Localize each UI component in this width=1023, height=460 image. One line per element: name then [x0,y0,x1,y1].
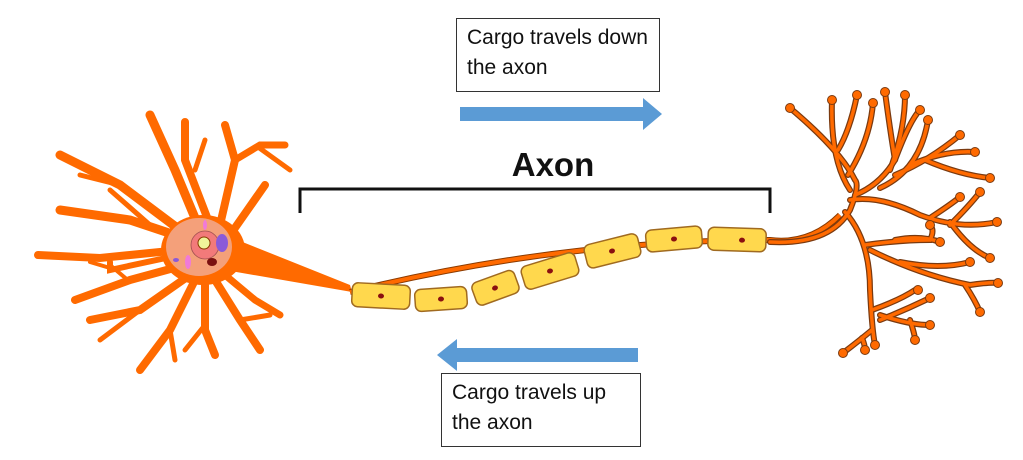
synaptic-terminal [852,90,862,100]
terminal-branch-fill [878,118,930,190]
synaptic-terminal [992,217,1002,227]
synaptic-terminal [880,87,890,97]
synaptic-terminal [970,147,980,157]
terminal-branch-fill [923,158,992,180]
synaptic-terminal [913,285,923,295]
synaptic-terminal [975,187,985,197]
myelin-sheath [350,225,767,313]
arrow-right-icon [460,98,662,130]
terminal-branch-fill [908,150,977,167]
terminal-branch-fill [830,98,852,192]
terminal-branch-fill [848,197,999,227]
arrow-left-icon [437,339,638,371]
terminal-branch-fill [888,93,907,172]
terminal-branch-fill [768,106,859,244]
synaptic-terminal [860,345,870,355]
cargo-up-label: Cargo travels up the axon [441,373,641,447]
cargo-down-label: Cargo travels down the axon [456,18,660,92]
synaptic-terminal [870,340,880,350]
synaptic-terminal [910,335,920,345]
synaptic-terminal [900,90,910,100]
axon-title: Axon [511,146,595,183]
synaptic-terminal [975,307,985,317]
terminal-branch-fill [928,195,962,220]
synaptic-terminal [955,192,965,202]
synaptic-terminal [915,105,925,115]
synaptic-terminal [985,253,995,263]
terminal-branch-fill [843,210,877,347]
terminal-branch-fill [846,101,875,177]
synaptic-terminal [993,278,1003,288]
synaptic-terminal [838,348,848,358]
synaptic-terminal [925,220,935,230]
synaptic-terminal [925,320,935,330]
synaptic-terminal [827,95,837,105]
synaptic-terminal [965,257,975,267]
terminal-branch-fill [948,190,982,227]
synaptic-terminal [785,103,795,113]
cell-body-dendrites [34,110,352,374]
terminal-branch-fill [898,260,972,268]
synaptic-terminal [923,115,933,125]
axon-terminals [767,87,1003,358]
axon-bracket [298,187,772,213]
synaptic-terminal [955,130,965,140]
synaptic-terminal [985,173,995,183]
terminal-branch-fill [836,93,859,152]
synaptic-terminal [935,237,945,247]
synaptic-terminal [925,293,935,303]
synaptic-terminal [868,98,878,108]
